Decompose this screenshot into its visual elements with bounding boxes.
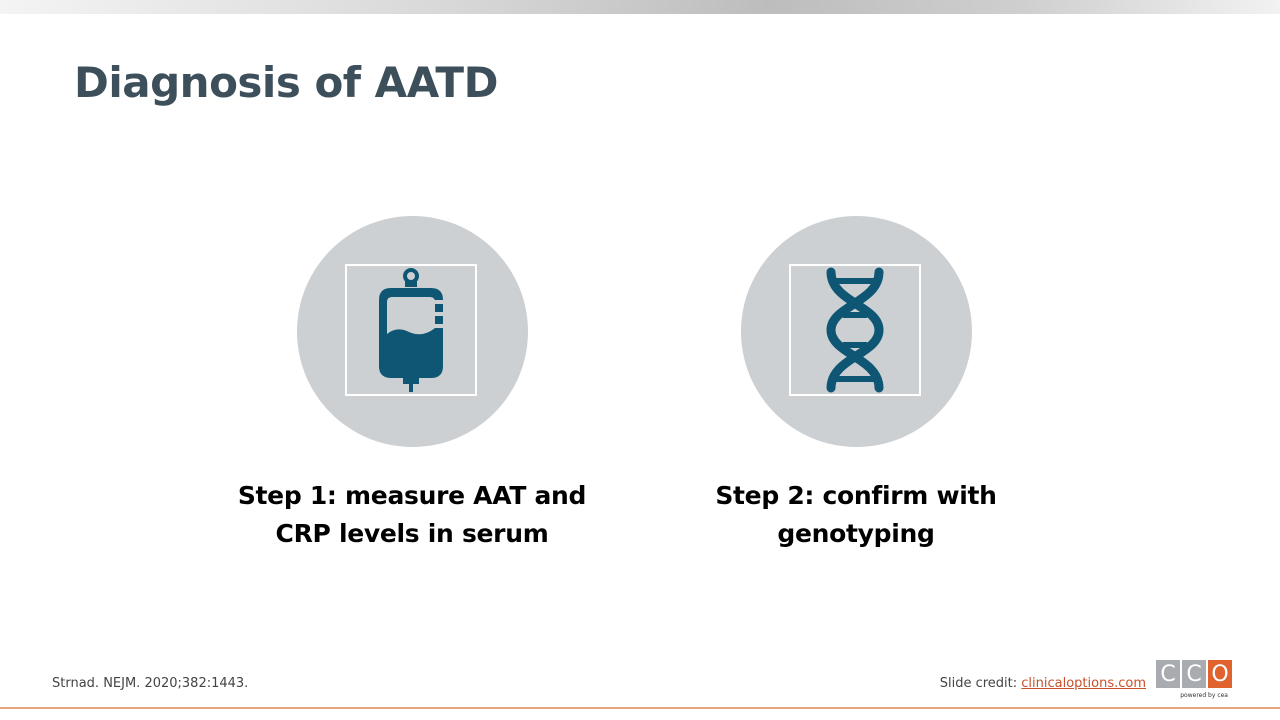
- top-gradient-bar: [0, 0, 1280, 14]
- step-2-label: Step 2: confirm with genotyping: [715, 477, 997, 553]
- logo-letter-c2: C: [1182, 660, 1206, 688]
- slide-credit-link[interactable]: clinicaloptions.com: [1021, 676, 1146, 691]
- step-2-icon-frame: [788, 264, 921, 396]
- logo-letter-o: O: [1208, 660, 1232, 688]
- slide-credit: Slide credit: clinicaloptions.com: [940, 676, 1146, 691]
- step-2-label-line-1: Step 2: confirm with: [715, 481, 997, 510]
- logo-letter-c1: C: [1156, 660, 1180, 688]
- slide-credit-prefix: Slide credit:: [939, 676, 1022, 691]
- logo-tagline: powered by cea: [1180, 692, 1228, 699]
- citation: Strnad. NEJM. 2020;382:1443.: [52, 676, 249, 691]
- step-2: Step 2: confirm with genotyping: [626, 216, 1086, 553]
- dna-icon: [825, 267, 884, 393]
- bottom-rule: [0, 707, 1280, 709]
- step-1-circle: [296, 216, 528, 447]
- slide-title: Diagnosis of AATD: [74, 58, 498, 107]
- step-1-label: Step 1: measure AAT and CRP levels in se…: [237, 477, 587, 553]
- step-1-label-line-2: CRP levels in serum: [275, 519, 549, 548]
- step-2-circle: [740, 216, 972, 447]
- step-1: Step 1: measure AAT and CRP levels in se…: [182, 216, 642, 553]
- iv-bag-icon: [378, 268, 443, 392]
- cco-logo: C C O powered by cea: [1156, 660, 1234, 704]
- step-1-icon-frame: [344, 264, 477, 396]
- step-2-label-line-2: genotyping: [777, 519, 935, 548]
- step-1-label-line-1: Step 1: measure AAT and: [237, 481, 587, 510]
